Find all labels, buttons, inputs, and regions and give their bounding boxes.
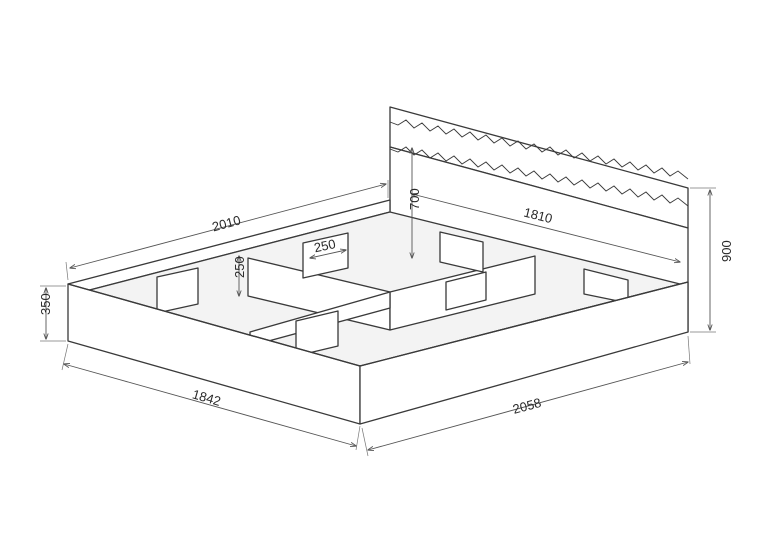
label-1810: 1810 — [522, 205, 554, 227]
label-350: 350 — [38, 293, 53, 315]
dimension-1810: 1810 — [412, 194, 680, 262]
dimension-700: 700 — [407, 148, 422, 258]
label-250-width: 250 — [313, 236, 337, 255]
label-2058: 2058 — [511, 395, 543, 417]
label-2010: 2010 — [210, 212, 242, 234]
dimension-900: 900 — [690, 187, 734, 333]
dimension-250-width: 250 — [310, 236, 346, 258]
label-1842: 1842 — [191, 386, 223, 408]
dimension-250-height: 250 — [232, 256, 247, 296]
dimension-2010: 2010 — [65, 180, 389, 281]
label-900: 900 — [719, 240, 734, 262]
dimension-350: 350 — [38, 285, 66, 342]
dimension-2058: 2058 — [361, 335, 691, 457]
label-250-height: 250 — [232, 256, 247, 278]
label-700: 700 — [407, 188, 422, 210]
